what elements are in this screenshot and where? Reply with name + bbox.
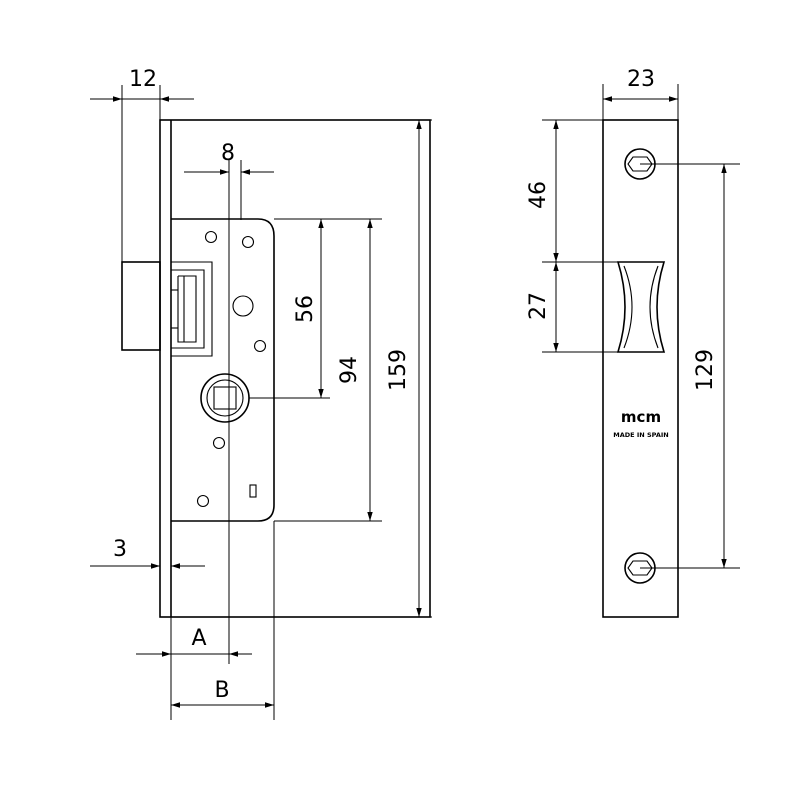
- dim-12-label: 12: [129, 67, 157, 92]
- dim-a-label: A: [191, 626, 206, 651]
- faceplate: [602, 119, 679, 618]
- internal-plate: [171, 218, 275, 522]
- dim-94-label: 94: [337, 356, 362, 384]
- dim-56-label: 56: [293, 295, 318, 323]
- latch-profile: [616, 261, 666, 353]
- side-view: mcm MADE IN SPAIN 23 46 27 129: [526, 67, 740, 618]
- plate-hole: [212, 436, 226, 450]
- dim-b-label: B: [214, 678, 229, 703]
- dim-3-label: 3: [113, 537, 127, 562]
- latch-bolt: [121, 261, 161, 351]
- dim-129-label: 129: [693, 349, 718, 391]
- latch-mechanism: [171, 261, 213, 357]
- dim-159-label: 159: [386, 349, 411, 391]
- plate-hole: [253, 339, 267, 353]
- spindle-square: [213, 386, 237, 410]
- plate-hole: [196, 494, 210, 508]
- lock-case: [159, 119, 431, 618]
- dim-8-label: 8: [221, 141, 235, 166]
- slot: [249, 484, 257, 498]
- pivot-hole: [232, 295, 254, 317]
- front-view: 12 8 56 94 159 3 A B: [90, 67, 432, 720]
- plate-hole: [204, 230, 218, 244]
- dim-27-label: 27: [526, 292, 551, 320]
- made-in-label: MADE IN SPAIN: [613, 431, 668, 439]
- dim-46-label: 46: [526, 181, 551, 209]
- dim-23-label: 23: [627, 67, 655, 92]
- follower-outer: [200, 373, 250, 423]
- plate-hole: [241, 235, 255, 249]
- brand-logo: mcm: [621, 408, 661, 426]
- follower-inner: [206, 379, 244, 417]
